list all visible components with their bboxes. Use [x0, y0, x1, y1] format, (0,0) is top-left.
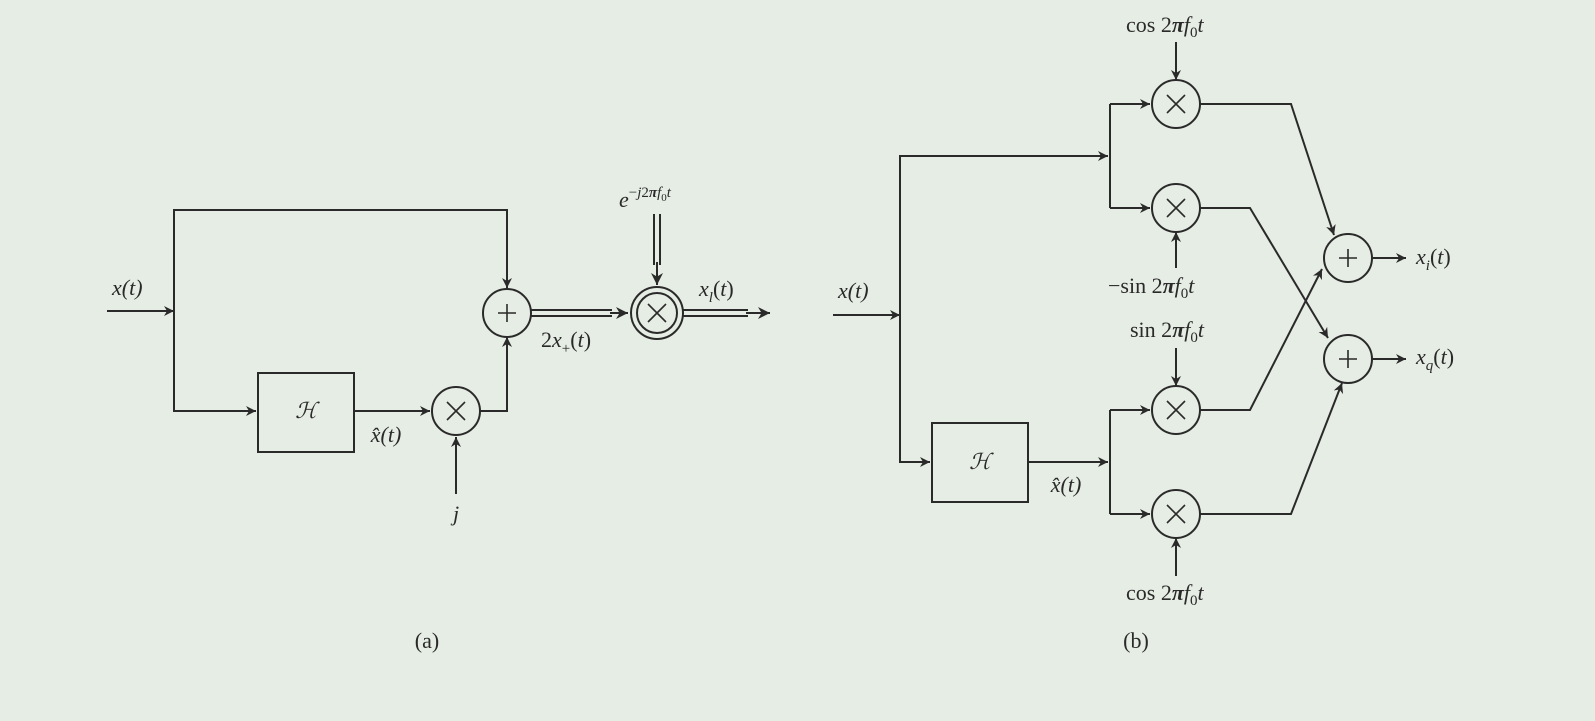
b-carrier-4-label: cos 2πf0t [1126, 580, 1204, 609]
a-hilbert-label: ℋ [295, 398, 320, 423]
a-jx-to-summer [480, 337, 512, 412]
b-mult3-to-summer-i [1200, 268, 1323, 411]
b-upper-path [899, 151, 1108, 315]
b-mult4-to-summer-q [1200, 382, 1344, 515]
b-mult1-to-summer-i [1200, 103, 1336, 236]
b-output-i-label: xi(t) [1415, 244, 1451, 274]
diagram-a: x(t) ℋ x̂(t) j 2x+(t) [107, 185, 770, 653]
b-summer-q-plus-icon [1339, 350, 1357, 368]
b-multiplier-1-times-icon [1166, 94, 1186, 114]
a-hilbert-output-label: x̂(t) [370, 422, 402, 447]
b-hilbert-output-label: x̂(t) [1050, 472, 1082, 497]
a-exp-multiplier-times-icon [647, 303, 667, 323]
a-j-multiplier-times-icon [446, 401, 466, 421]
a-j-label: j [450, 501, 459, 526]
b-carrier-1-label: cos 2πf0t [1126, 12, 1204, 41]
a-input-label: x(t) [111, 275, 143, 300]
a-exp-multiplier-outer [630, 286, 684, 340]
a-exp-multiplier-inner [636, 292, 678, 334]
b-multiplier-2-times-icon [1166, 198, 1186, 218]
a-output-label: xl(t) [698, 276, 734, 306]
a-hilbert-box [257, 372, 355, 453]
b-mult2-to-summer-q [1200, 207, 1329, 339]
a-summer-plus-icon [498, 304, 516, 322]
b-summer-i-plus-icon [1339, 249, 1357, 267]
b-carrier-3-label: sin 2πf0t [1130, 317, 1205, 346]
a-upper-path [173, 209, 512, 311]
a-exponential-label: e−j2πf0t [619, 185, 672, 212]
b-hilbert-label: ℋ [969, 449, 994, 474]
diagram-b: x(t) ℋ x̂(t) cos 2πf0t [833, 12, 1454, 653]
b-carrier-2-label: −sin 2πf0t [1108, 273, 1195, 302]
b-caption: (b) [1123, 628, 1149, 653]
b-multiplier-3-times-icon [1166, 400, 1186, 420]
a-lower-path [173, 311, 256, 416]
b-lower-path [899, 315, 930, 467]
b-input-label: x(t) [837, 278, 869, 303]
a-summer [482, 288, 532, 338]
b-output-q-label: xq(t) [1415, 344, 1454, 374]
a-caption: (a) [415, 628, 439, 653]
a-analytic-label: 2x+(t) [541, 327, 591, 357]
b-multiplier-4-times-icon [1166, 504, 1186, 524]
